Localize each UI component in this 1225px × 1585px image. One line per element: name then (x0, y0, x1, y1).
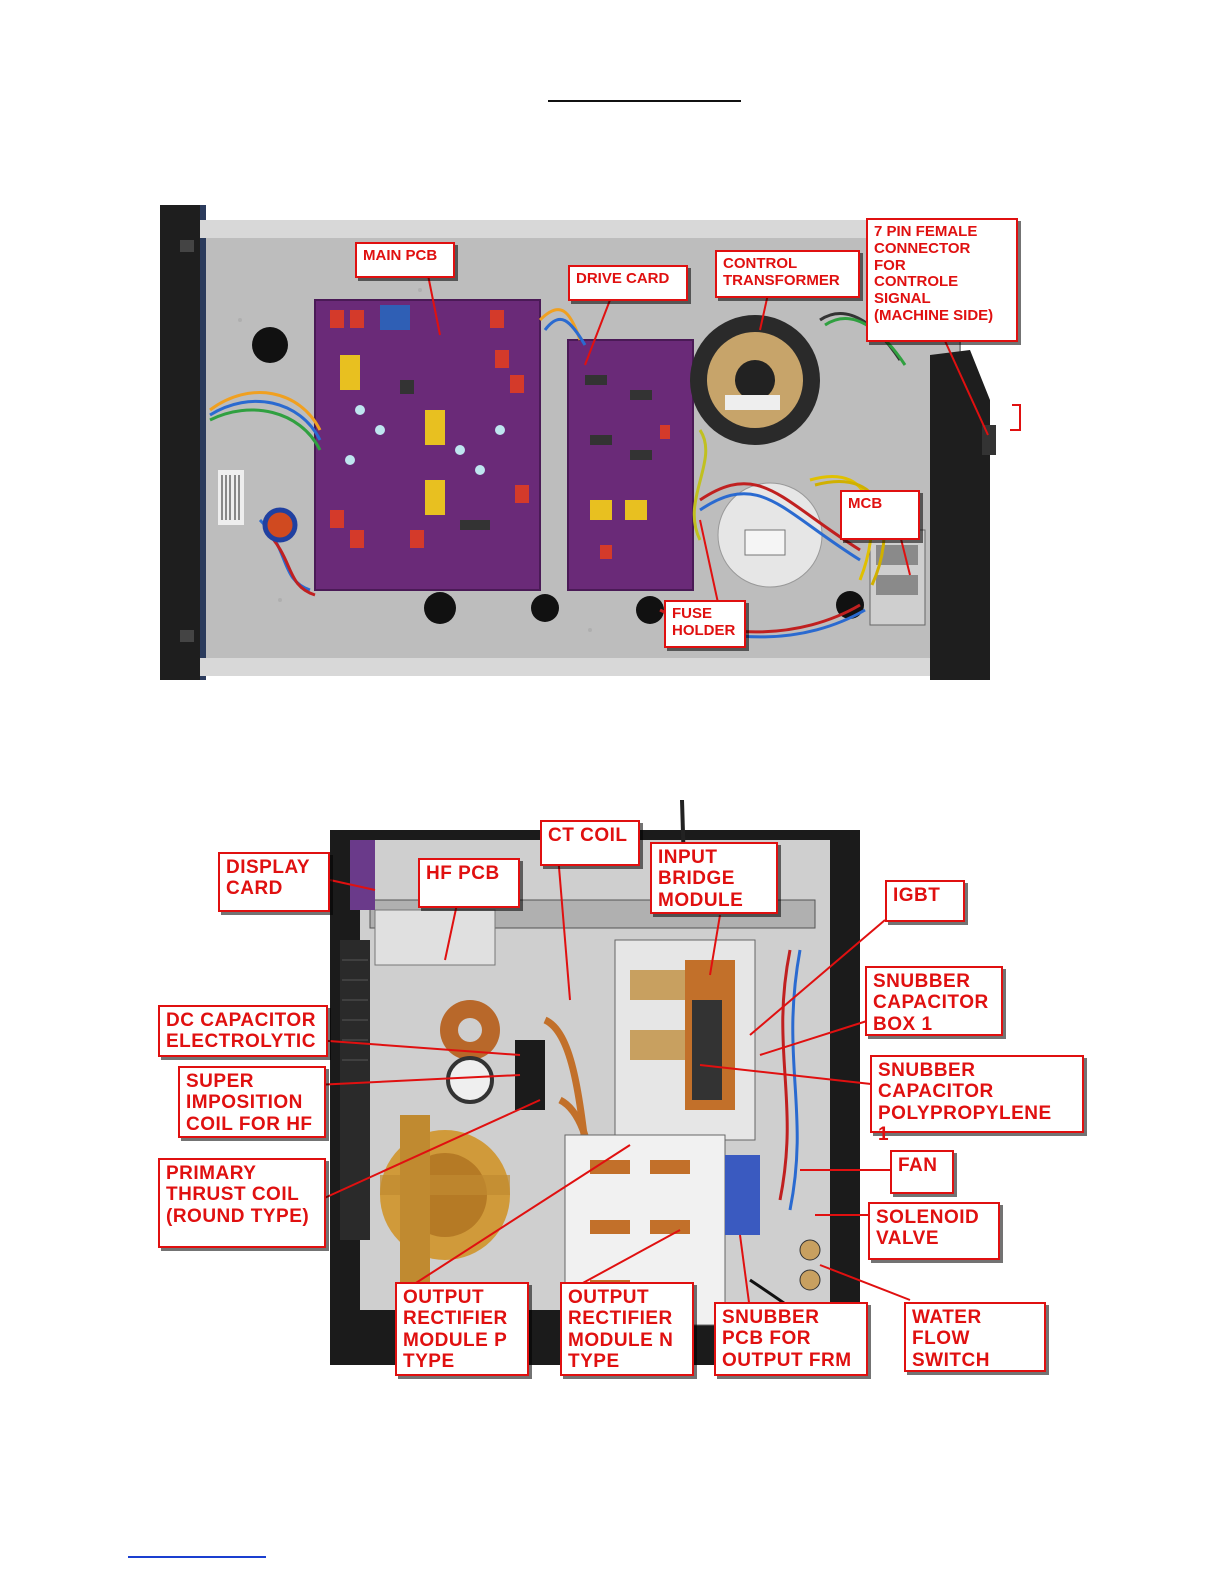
title-underline (548, 100, 741, 102)
footer-link-underline (128, 1556, 266, 1558)
callout-snubber-capacitor-box-1: SNUBBER CAPACITOR BOX 1 (865, 966, 1003, 1036)
callout-fan: FAN (890, 1150, 954, 1194)
callout-igbt: IGBT (885, 880, 965, 922)
callout-super-imposition-coil: SUPER IMPOSITION COIL FOR HF (178, 1066, 326, 1138)
callout-snubber-pcb-output-frm: SNUBBER PCB FOR OUTPUT FRM (714, 1302, 868, 1376)
bottom-photo-power-section (314, 799, 911, 1370)
callout-snubber-capacitor-polypropylene: SNUBBER CAPACITOR POLYPROPYLENE 1 (870, 1055, 1084, 1145)
callout-output-rectifier-module-p: OUTPUT RECTIFIER MODULE P TYPE (395, 1282, 529, 1376)
callout-ct-coil: CT COIL (540, 820, 640, 866)
callout-input-bridge-module: INPUT BRIDGE MODULE (650, 842, 778, 914)
callout-output-rectifier-module-n: OUTPUT RECTIFIER MODULE N TYPE (560, 1282, 694, 1376)
callout-primary-thrust-coil: PRIMARY THRUST COIL (ROUND TYPE) (158, 1158, 326, 1248)
callout-drive-card: DRIVE CARD (568, 265, 688, 301)
callout-fuse-holder: FUSE HOLDER (664, 600, 746, 648)
callout-display-card: DISPLAY CARD (218, 852, 330, 912)
callout-hf-pcb: HF PCB (418, 858, 520, 908)
callout-7-pin-connector: 7 PIN FEMALE CONNECTOR FOR CONTROLE SIGN… (866, 218, 1018, 342)
callout-mcb: MCB (840, 490, 920, 540)
top-photo-control-section (160, 200, 1021, 685)
callout-solenoid-valve: SOLENOID VALVE (868, 1202, 1000, 1260)
callout-water-flow-switch: WATER FLOW SWITCH (904, 1302, 1046, 1372)
callout-main-pcb: MAIN PCB (355, 242, 455, 278)
callout-control-transformer: CONTROL TRANSFORMER (715, 250, 860, 298)
callout-dc-capacitor-electrolytic: DC CAPACITOR ELECTROLYTIC (158, 1005, 328, 1057)
